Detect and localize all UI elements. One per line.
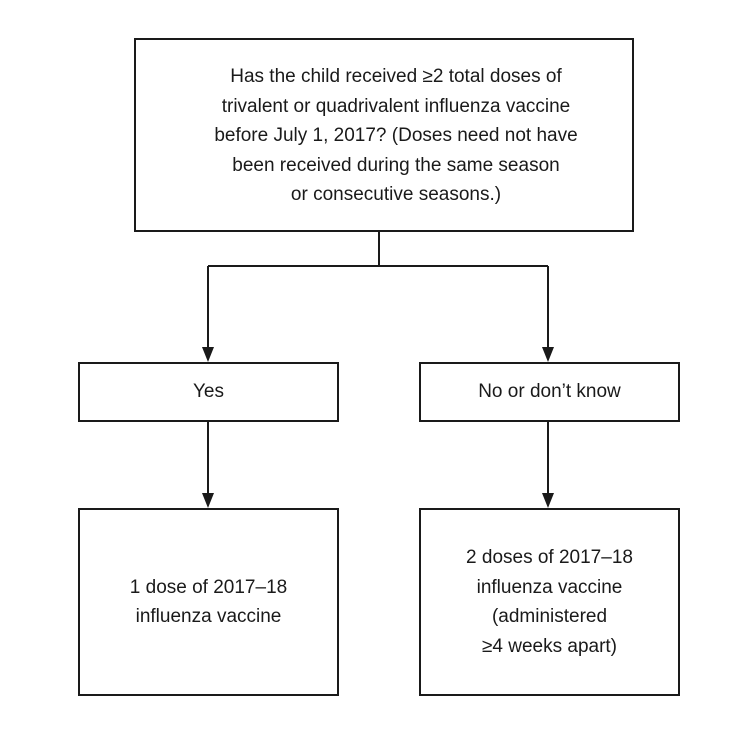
question-text: Has the child received ≥2 total doses of… <box>214 66 578 206</box>
one-dose-outcome-text: 1 dose of 2017–18 influenza vaccine <box>129 576 288 628</box>
two-dose-outcome-box: 2 doses of 2017–18 influenza vaccine (ad… <box>419 508 680 696</box>
no-branch-label: No or don’t know <box>478 381 621 403</box>
no-branch-box: No or don’t know <box>419 362 680 422</box>
two-dose-outcome-text: 2 doses of 2017–18 influenza vaccine (ad… <box>466 547 633 657</box>
arrowhead-to-yes <box>202 347 214 362</box>
arrowhead-to-outcome-one <box>202 493 214 508</box>
yes-branch-box: Yes <box>78 362 339 422</box>
question-box: Has the child received ≥2 total doses of… <box>134 38 634 232</box>
arrowhead-to-outcome-two <box>542 493 554 508</box>
yes-branch-label: Yes <box>193 381 224 403</box>
one-dose-outcome-box: 1 dose of 2017–18 influenza vaccine <box>78 508 339 696</box>
arrowhead-to-no <box>542 347 554 362</box>
